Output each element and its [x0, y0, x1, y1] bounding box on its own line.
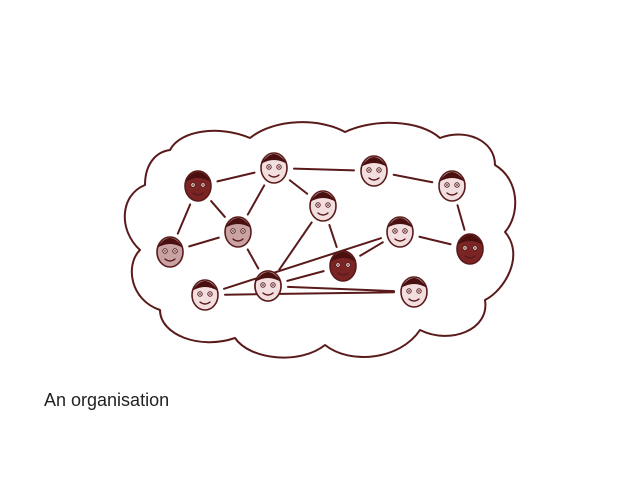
person-face-icon [386, 216, 414, 248]
connection-line [456, 204, 466, 231]
person-face-icon [156, 236, 184, 268]
connection-line [292, 167, 356, 172]
person-face-icon [360, 155, 388, 187]
connection-line [246, 248, 260, 270]
connection-line [278, 221, 313, 271]
connection-line [392, 173, 434, 184]
connection-line [286, 285, 396, 293]
connection-line [210, 200, 226, 218]
cloud-outline [123, 121, 517, 359]
people [156, 152, 484, 311]
connection-line [359, 241, 384, 257]
person-face-icon [329, 250, 357, 282]
connection-line [418, 235, 452, 246]
person-face-icon [254, 270, 282, 302]
person-face-icon [438, 170, 466, 202]
person-face-icon [309, 190, 337, 222]
connection-line [223, 237, 382, 290]
person-face-icon [260, 152, 288, 184]
diagram-caption: An organisation [44, 390, 170, 410]
person-face-icon [191, 279, 219, 311]
person-face-icon [184, 170, 212, 202]
person-face-icon [456, 233, 484, 265]
person-face-icon [224, 216, 252, 248]
connection-line [328, 223, 338, 249]
connection-line [286, 270, 325, 282]
connection-line [223, 291, 396, 296]
connection-line [288, 179, 309, 195]
connection-line [216, 171, 256, 183]
connection-line [246, 184, 266, 216]
connections [176, 167, 466, 296]
connection-line [176, 203, 192, 235]
connection-line [188, 236, 220, 248]
person-face-icon [400, 276, 428, 308]
